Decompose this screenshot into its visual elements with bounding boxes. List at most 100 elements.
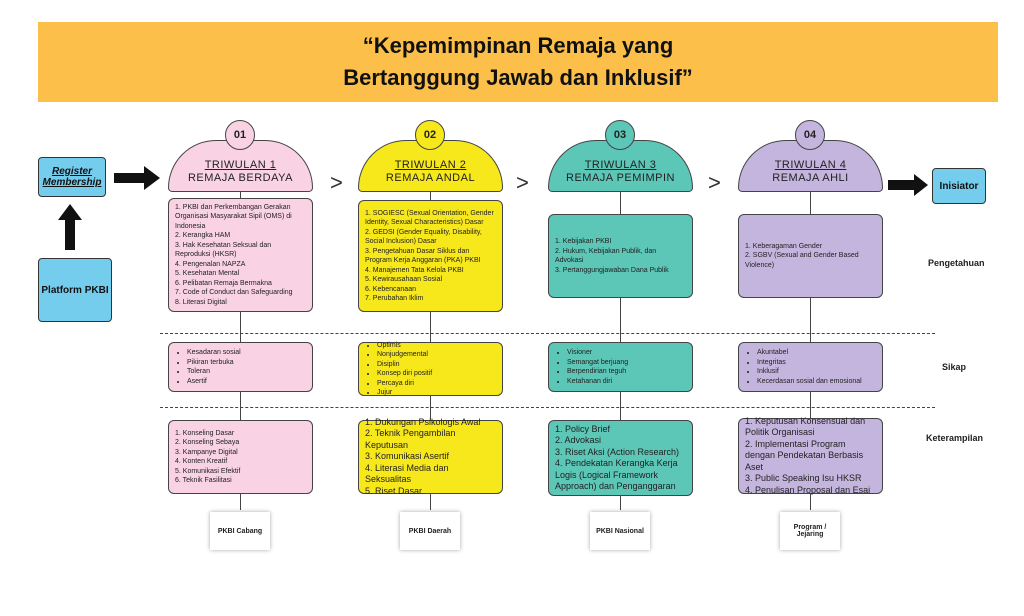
list-item: 3. Public Speaking Isu HKSR <box>745 473 862 484</box>
sikap-box: OptimisNonjudgementalDisiplinKonsep diri… <box>358 342 503 396</box>
list-item: 6. Teknik Fasilitasi <box>175 477 232 484</box>
keterampilan-box: 1. Konseling Dasar 2. Konseling Sebaya 3. … <box>168 420 313 494</box>
list-item: 4. Manajemen Tata Kelola PKBI <box>365 266 464 274</box>
quarter-label: TRIWULAN 4 <box>774 159 847 171</box>
title-line-1: “Kepemimpinan Remaja yang <box>362 33 674 58</box>
list-item: Visioner <box>567 348 686 358</box>
row-label-keterampilan: Keterampilan <box>926 433 984 443</box>
quarter-label: TRIWULAN 2 <box>394 159 467 171</box>
quarter-label: TRIWULAN 1 <box>204 159 277 171</box>
row-label-pengetahuan: Pengetahuan <box>928 258 985 268</box>
title-line-2: Bertanggung Jawab dan Inklusif” <box>343 65 693 90</box>
list-item: 4. Konten Kreatif <box>175 458 228 465</box>
list-item: 6. Kebencanaan <box>365 285 416 293</box>
list-item: Kecerdasan sosial dan emosional <box>757 377 876 387</box>
list-item: 3. Kampanye Digital <box>175 448 238 456</box>
sikap-box: VisionerSemangat berjuangBerpendirian te… <box>548 342 693 392</box>
quarter-number: 03 <box>605 120 635 150</box>
list-item: 1. SOGIESC (Sexual Orientation, Gender I… <box>365 209 494 227</box>
list-item: 2. GEDSI (Gender Equality, Disability, S… <box>365 228 482 246</box>
list-item: 1. Keberagaman Gender <box>745 242 823 250</box>
list-item: 2. Implementasi Program dengan Pendekata… <box>745 438 864 472</box>
list-item: 2. SGBV (Sexual and Gender Based Violenc… <box>745 252 859 269</box>
divider <box>160 407 935 408</box>
quarter-label: TRIWULAN 3 <box>584 159 657 171</box>
list-item: 5. Riset Dasar <box>365 485 423 496</box>
footer-label: PKBI Cabang <box>210 512 270 550</box>
quarter-name: REMAJA ANDAL <box>385 172 476 184</box>
list-item: 1. Policy Brief <box>555 423 611 434</box>
title-banner: “Kepemimpinan Remaja yang Bertanggung Ja… <box>38 22 998 102</box>
list-item: 3. Riset Aksi (Action Research) <box>555 446 680 457</box>
divider <box>160 333 935 334</box>
connector-line <box>810 150 811 510</box>
sikap-box: Kesadaran sosialPikiran terbukaToleranAs… <box>168 342 313 392</box>
list-item: 5. Kesehatan Mental <box>175 270 240 278</box>
list-item: 2. Hukum, Kebijakan Publik, dan Advokasi <box>555 247 657 265</box>
arrow-right-icon <box>114 166 160 190</box>
list-item: 8. Literasi Digital <box>175 298 227 306</box>
list-item: 3. Komunikasi Asertif <box>365 451 450 462</box>
register-membership-box: Register Membership <box>38 157 106 197</box>
list-item: 2. Advokasi <box>555 435 602 445</box>
list-item: 1. Kebijakan PKBI <box>555 238 612 245</box>
list-item: Integritas <box>757 358 876 368</box>
pengetahuan-box: 1. Kebijakan PKBI 2. Hukum, Kebijakan Pub… <box>548 214 693 298</box>
list-item: 5. Komunikasi Efektif <box>175 467 241 475</box>
footer-label: Program / Jejaring <box>780 512 840 550</box>
list-item: Inklusif <box>757 367 876 377</box>
connector-line <box>620 150 621 510</box>
list-item: Optimis <box>377 341 496 351</box>
arrow-right-icon <box>888 174 928 196</box>
list-item: 7. Code of Conduct dan Safeguarding <box>175 289 293 297</box>
connector-line <box>430 150 431 510</box>
chevron-right-icon: > <box>708 170 721 195</box>
list-item: 2. Kerangka HAM <box>175 232 231 240</box>
row-label-sikap: Sikap <box>942 362 967 372</box>
inisiator-box: Inisiator <box>932 168 986 204</box>
list-item: 5. Kewirausahaan Sosial <box>365 276 443 283</box>
list-item: Ketahanan diri <box>567 377 686 387</box>
list-item: 4. Literasi Media dan Seksualitas <box>365 462 449 485</box>
list-item: Toleran <box>187 367 306 377</box>
chevron-right-icon: > <box>516 170 529 195</box>
footer-label: PKBI Nasional <box>590 512 650 550</box>
list-item: 1. Keputusan Konsensual dan Politik Orga… <box>745 415 866 438</box>
list-item: 4. Pengenalan NAPZA <box>175 260 246 268</box>
connector-line <box>240 150 241 510</box>
quarter-name: REMAJA PEMIMPIN <box>566 172 675 184</box>
chevron-right-icon: > <box>330 170 343 195</box>
quarter-name: REMAJA AHLI <box>772 172 849 184</box>
list-item: 3. Pertanggungjawaban Dana Publik <box>555 266 669 274</box>
list-item: 3. Hak Kesehatan Seksual dan Reproduksi … <box>175 241 272 259</box>
pengetahuan-box: 1. Keberagaman Gender 2. SGBV (Sexual and… <box>738 214 883 298</box>
list-item: Berpendirian teguh <box>567 367 686 377</box>
quarter-number: 04 <box>795 120 825 150</box>
quarter-number: 01 <box>225 120 255 150</box>
list-item: Jujur <box>377 388 496 398</box>
arrow-up-icon <box>58 204 82 250</box>
list-item: 1. Konseling Dasar <box>175 429 235 437</box>
sikap-box: AkuntabelIntegritasInklusifKecerdasan so… <box>738 342 883 392</box>
list-item: Pikiran terbuka <box>187 358 306 368</box>
list-item: Akuntabel <box>757 348 876 358</box>
list-item: 2. Konseling Sebaya <box>175 439 240 446</box>
list-item: 2. Teknik Pengambilan Keputusan <box>365 428 456 450</box>
footer-label: PKBI Daerah <box>400 512 460 550</box>
list-item: Asertif <box>187 377 306 387</box>
list-item: 4. Pendekatan Kerangka Kerja Logis (Logi… <box>555 458 678 491</box>
quarter-number: 02 <box>415 120 445 150</box>
list-item: 6. Pelibatan Remaja Bermakna <box>175 279 272 287</box>
list-item: Konsep diri positif <box>377 369 496 379</box>
list-item: Kesadaran sosial <box>187 348 306 358</box>
pengetahuan-box: 1. SOGIESC (Sexual Orientation, Gender I… <box>358 200 503 312</box>
list-item: Percaya diri <box>377 379 496 389</box>
list-item: Nonjudgemental <box>377 350 496 360</box>
list-item: 1. PKBI dan Perkembangan Gerakan Organis… <box>175 203 292 230</box>
quarter-name: REMAJA BERDAYA <box>187 172 293 184</box>
